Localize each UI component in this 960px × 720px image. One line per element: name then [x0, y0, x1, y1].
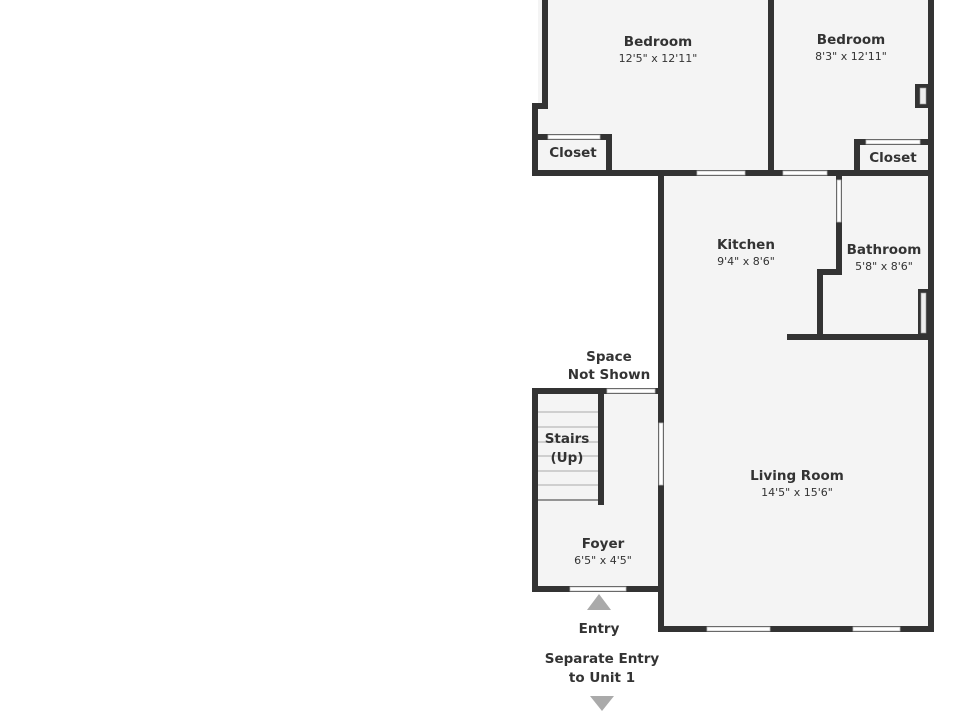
room-name: Bedroom [624, 34, 692, 50]
stairs-treads [538, 411, 598, 501]
room-name: Foyer [582, 536, 625, 552]
room-name: Living Room [750, 468, 844, 484]
living-window-2 [852, 626, 901, 632]
bedroom-1-door [696, 170, 746, 176]
stair-landing-opening [606, 388, 656, 394]
room-dims: 6'5" x 4'5" [574, 554, 632, 567]
room-name: Bathroom [847, 242, 922, 258]
separate-entry-label: to Unit 1 [569, 670, 635, 686]
stairs-label: (Up) [551, 450, 584, 466]
bathroom-door [836, 179, 842, 223]
room-name: Closet [549, 145, 597, 161]
openings [547, 87, 927, 632]
room-dims: 5'8" x 8'6" [855, 260, 913, 273]
room-dims: 14'5" x 15'6" [761, 486, 833, 499]
space-not-shown-label: Not Shown [568, 367, 650, 383]
bedroom-2-door [782, 170, 828, 176]
room-name: Kitchen [717, 237, 775, 253]
bedroom-1-floor [538, 0, 770, 172]
room-dims: 8'3" x 12'11" [815, 50, 887, 63]
floors [536, 0, 930, 628]
unit-arrow-down-icon [590, 696, 614, 711]
living-window-1 [706, 626, 771, 632]
room-name: Closet [869, 150, 917, 166]
space-not-shown-label: Space [586, 349, 632, 365]
closet-2-door [865, 139, 921, 145]
bedroom-2-floor [772, 0, 930, 172]
room-dims: 9'4" x 8'6" [717, 255, 775, 268]
entry-label: Entry [579, 621, 620, 637]
kitchen-living-floor [662, 174, 930, 628]
separate-entry-label: Separate Entry [545, 651, 660, 667]
chimney-hatch [919, 87, 927, 105]
stairs-label: Stairs [545, 431, 590, 447]
entry-door [569, 586, 627, 592]
room-name: Bedroom [817, 32, 885, 48]
vent-hatch [920, 292, 927, 334]
closet-1-door [547, 134, 601, 140]
entry-arrow-up-icon [587, 594, 611, 610]
kitchen-opening [658, 422, 664, 486]
room-dims: 12'5" x 12'11" [619, 52, 698, 65]
